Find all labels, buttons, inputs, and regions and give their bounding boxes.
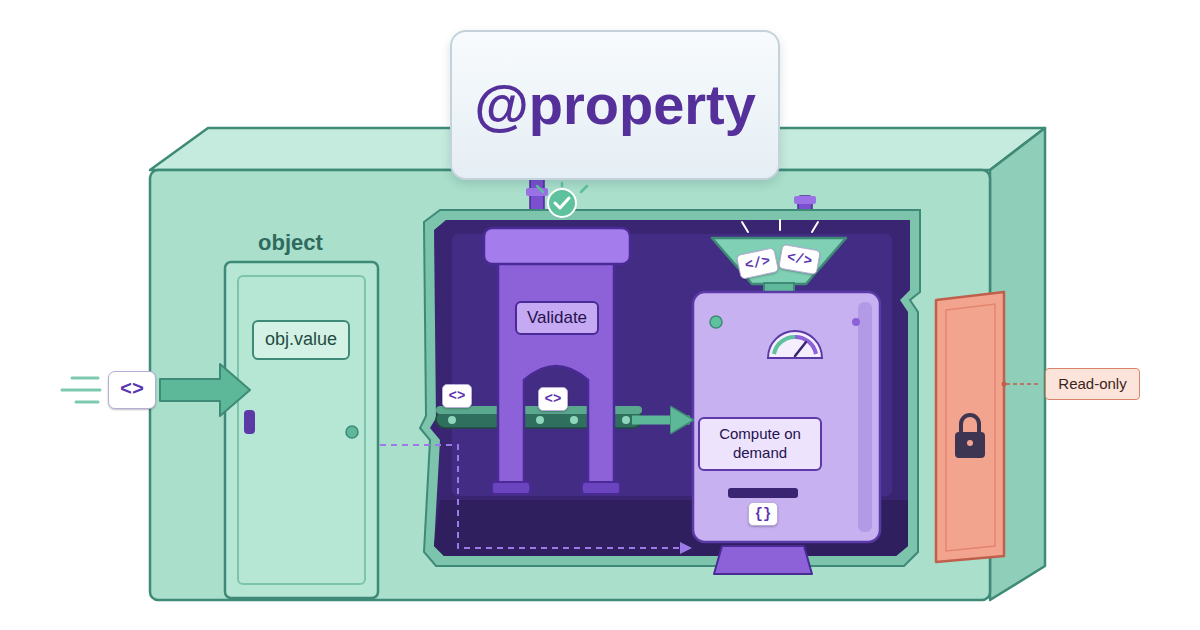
gate-plate-label: Validate <box>515 301 599 335</box>
entry-arrow <box>160 364 250 416</box>
locked-door <box>936 292 1004 562</box>
door-plate-label: obj.value <box>252 320 350 360</box>
read-only-callout: Read-only <box>1045 368 1140 400</box>
compute-machine <box>693 220 880 574</box>
flow-arrow <box>632 415 690 424</box>
entry-door: obj.value <box>225 262 378 598</box>
cutaway <box>420 210 920 566</box>
housing <box>150 128 1045 600</box>
validate-gate <box>484 228 630 494</box>
output-card: {} <box>748 502 779 527</box>
callout-label: Read-only <box>1058 375 1126 393</box>
leader-line <box>1002 382 1042 387</box>
code-card: </> <box>736 247 780 279</box>
code-card: </> <box>779 243 822 274</box>
speed-lines <box>62 378 100 402</box>
title-sign: @property <box>450 30 780 180</box>
machine-plate-label: Compute on demand <box>698 417 822 471</box>
check-badge <box>537 183 587 217</box>
housing-heading: object <box>258 230 323 255</box>
code-card: <> <box>538 387 569 412</box>
entry-door <box>225 262 378 598</box>
compute-machine: Compute on demand <box>693 235 880 580</box>
validate-gate: Validate <box>484 228 630 494</box>
object-housing: object obj.value ValidateCompute on demand <box>150 130 1045 600</box>
code-card: <> <box>442 384 473 409</box>
sign-title: @property <box>474 74 756 136</box>
lazy-path-arrow <box>380 445 690 548</box>
code-card: <> <box>108 371 156 409</box>
